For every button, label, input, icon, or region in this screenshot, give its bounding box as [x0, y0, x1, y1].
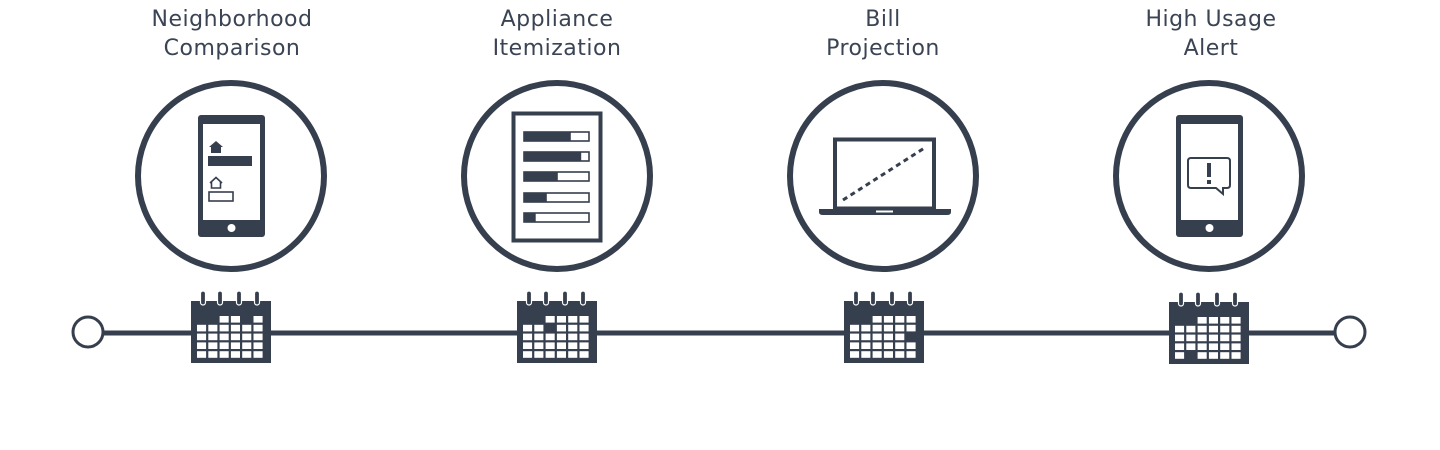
appliance-list-icon	[511, 111, 603, 243]
appliance-bar	[523, 171, 590, 182]
milestone-label-line2: Alert	[1183, 36, 1239, 61]
milestone-label-line1: Bill	[865, 7, 901, 32]
calendar-icon	[191, 290, 271, 363]
milestone-label-neighborhood-comparison: Neighborhood Comparison	[112, 5, 352, 63]
timeline-calendars	[191, 290, 1249, 364]
milestone-neighborhood-comparison	[135, 80, 327, 272]
milestone-label-line2: Projection	[826, 36, 940, 61]
milestone-label-line1: Appliance	[500, 7, 614, 32]
milestone-appliance-itemization	[461, 80, 653, 272]
milestone-label-line1: High Usage	[1145, 7, 1277, 32]
timeline-start-circle-icon	[71, 315, 105, 349]
milestone-label-line1: Neighborhood	[151, 7, 313, 32]
appliance-bar	[523, 131, 590, 142]
calendar-icon	[1169, 291, 1249, 364]
appliance-bar	[523, 212, 590, 223]
appliance-bar	[523, 192, 590, 203]
phone-neighborhood-comparison-icon	[198, 115, 265, 237]
milestone-label-bill-projection: Bill Projection	[763, 5, 1003, 63]
calendar-icon	[844, 290, 924, 363]
calendar-icon	[517, 290, 597, 363]
appliance-bar	[523, 151, 590, 162]
milestone-bill-projection	[787, 80, 979, 272]
milestone-label-appliance-itemization: Appliance Itemization	[437, 5, 677, 63]
milestone-label-line2: Comparison	[163, 36, 301, 61]
timeline-end-circle-icon	[1333, 315, 1367, 349]
appliance-bars	[523, 131, 590, 223]
milestone-label-high-usage-alert: High Usage Alert	[1091, 5, 1331, 63]
milestone-high-usage-alert	[1113, 80, 1305, 272]
laptop-projection-icon	[819, 137, 951, 215]
milestone-label-line2: Itemization	[492, 36, 622, 61]
phone-alert-icon	[1176, 115, 1243, 237]
